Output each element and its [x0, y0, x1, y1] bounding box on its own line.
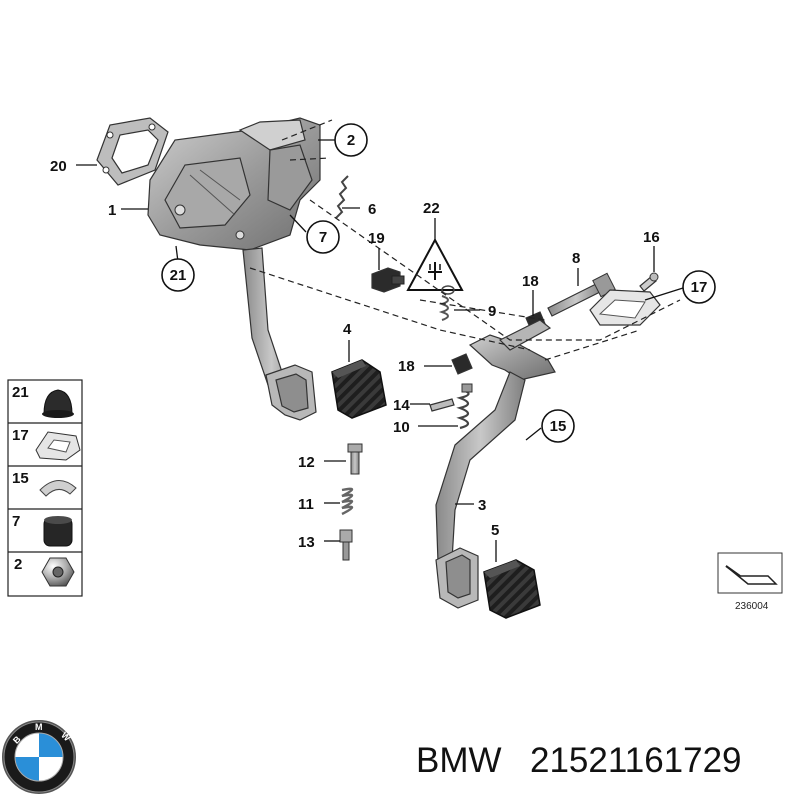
pin-part-16: [639, 272, 659, 292]
legend-label-15: 15: [12, 470, 29, 487]
callout-10: 10: [393, 419, 410, 436]
callout-2: 2: [347, 132, 355, 149]
callout-1: 1: [108, 202, 116, 219]
callout-18-lower: 18: [398, 358, 415, 375]
legend-row-21: 21: [12, 384, 74, 418]
logo-quadrant-blue-1: [39, 733, 63, 757]
callout-circle-7: [306, 220, 340, 254]
legend-row-7: 7: [12, 513, 73, 547]
callout-11: 11: [298, 496, 314, 513]
callout-18-upper: 18: [522, 273, 539, 290]
callout-3: 3: [478, 497, 486, 514]
bushing-part-18-lower: [451, 353, 473, 375]
legend-row-17: 17: [12, 427, 81, 461]
legend-row-15: 15: [12, 470, 77, 497]
callouts: 20 1 21 2 6 7 19 22 9 8 18 16 17 4 18 14…: [50, 123, 716, 551]
brand-name: BMW: [416, 741, 502, 780]
bmw-logo: B M W: [2, 720, 76, 794]
logo-quadrant-blue-2: [15, 757, 39, 781]
callout-4: 4: [343, 321, 352, 338]
part-number: 21521161729: [530, 741, 742, 780]
spring-part-11: [341, 487, 354, 516]
legend-label-21: 21: [12, 384, 29, 401]
callout-6: 6: [368, 201, 376, 218]
callout-9: 9: [488, 303, 496, 320]
callout-12: 12: [298, 454, 315, 471]
callout-21: 21: [170, 267, 187, 284]
callout-22: 22: [423, 200, 440, 217]
spring-part-6: [335, 175, 349, 219]
sensor-part-19: [371, 267, 405, 293]
screw-part-12: [347, 443, 363, 475]
brake-pedal-part-3: [435, 319, 556, 609]
callout-19: 19: [368, 230, 385, 247]
pedal-pad-part-5: [483, 559, 541, 619]
callout-13: 13: [298, 534, 315, 551]
legend-row-2: 2: [14, 556, 75, 587]
callout-5: 5: [491, 522, 499, 539]
callout-circle-2: [334, 123, 368, 157]
reference-code: 236004: [735, 601, 769, 612]
callout-14: 14: [393, 397, 410, 414]
callout-7: 7: [319, 229, 327, 246]
clip-part-17: [589, 289, 661, 326]
spring-part-9: [438, 285, 455, 321]
spring-part-10: [456, 383, 473, 430]
callout-8: 8: [572, 250, 580, 267]
warning-triangle-part-22: [406, 237, 464, 291]
pedal-bracket-part-1: [147, 117, 321, 251]
callout-20: 20: [50, 158, 67, 175]
assembly-lines: [249, 119, 681, 361]
bolt-part-14: [429, 398, 455, 412]
pedal-pad-part-4: [331, 359, 387, 419]
legend-label-7: 7: [12, 513, 20, 530]
callout-16: 16: [643, 229, 660, 246]
pin-part-13: [339, 529, 353, 561]
leader-lines: [76, 139, 684, 562]
legend-label-2: 2: [14, 556, 22, 573]
callout-circle-21: [161, 258, 195, 292]
callout-15: 15: [550, 418, 567, 435]
legend-label-17: 17: [12, 427, 29, 444]
callout-17: 17: [691, 279, 708, 296]
callout-circle-15: [541, 409, 575, 443]
gasket-part-20: [96, 117, 169, 186]
reference-box: 236004: [717, 552, 783, 612]
legend-table: 21 17 15 7 2: [7, 379, 83, 597]
logo-letter-m: M: [35, 722, 43, 732]
clutch-pedal-arm: [242, 247, 317, 421]
callout-circle-17: [682, 270, 716, 304]
